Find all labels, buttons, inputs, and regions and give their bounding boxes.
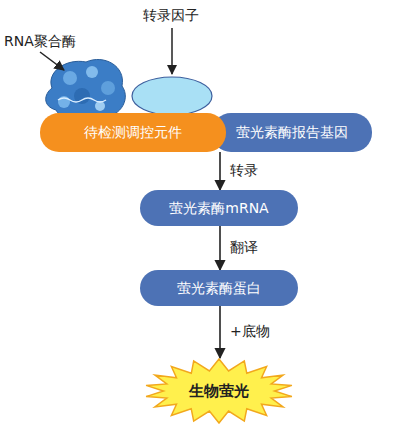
node-label: 生物萤光 (189, 382, 249, 400)
step-label: 转录 (230, 162, 258, 179)
node-label: 待检测调控元件 (84, 124, 182, 141)
polymerase-lobe (58, 96, 70, 108)
polymerase-body (46, 59, 126, 121)
flow-arrow (219, 306, 221, 358)
regulatory-element-box: 待检测调控元件 (40, 113, 226, 152)
polymerase-dna-strand (58, 98, 106, 102)
starburst-outline (146, 359, 292, 423)
polymerase-lobe (74, 88, 90, 104)
leader-arrow (171, 28, 173, 74)
rna-polymerase-illustration (46, 59, 126, 121)
polymerase-lobe (63, 71, 77, 85)
protein-box: 萤光素酶蛋白 (140, 270, 298, 306)
node-label: 萤光素酶mRNA (169, 200, 268, 217)
bioluminescence-burst: 生物萤光 (144, 358, 294, 424)
polymerase-label: RNA聚合酶 (4, 33, 76, 50)
step-label: +底物 (230, 323, 270, 340)
node-label: 萤光素酶报告基因 (236, 124, 348, 141)
mrna-box: 萤光素酶mRNA (140, 190, 298, 226)
step-label: 翻译 (230, 239, 258, 256)
flow-arrow (219, 226, 221, 270)
node-label: 萤光素酶蛋白 (177, 280, 261, 297)
flow-arrow (219, 152, 221, 190)
polymerase-lobe (95, 101, 105, 111)
reporter-gene-box: 萤光素酶报告基因 (212, 113, 372, 152)
leader-arrow (40, 52, 64, 70)
transcription-factor-label: 转录因子 (143, 7, 199, 24)
transcription-factor-ellipse (132, 77, 212, 115)
polymerase-lobe (101, 81, 115, 95)
polymerase-lobe (86, 66, 98, 78)
